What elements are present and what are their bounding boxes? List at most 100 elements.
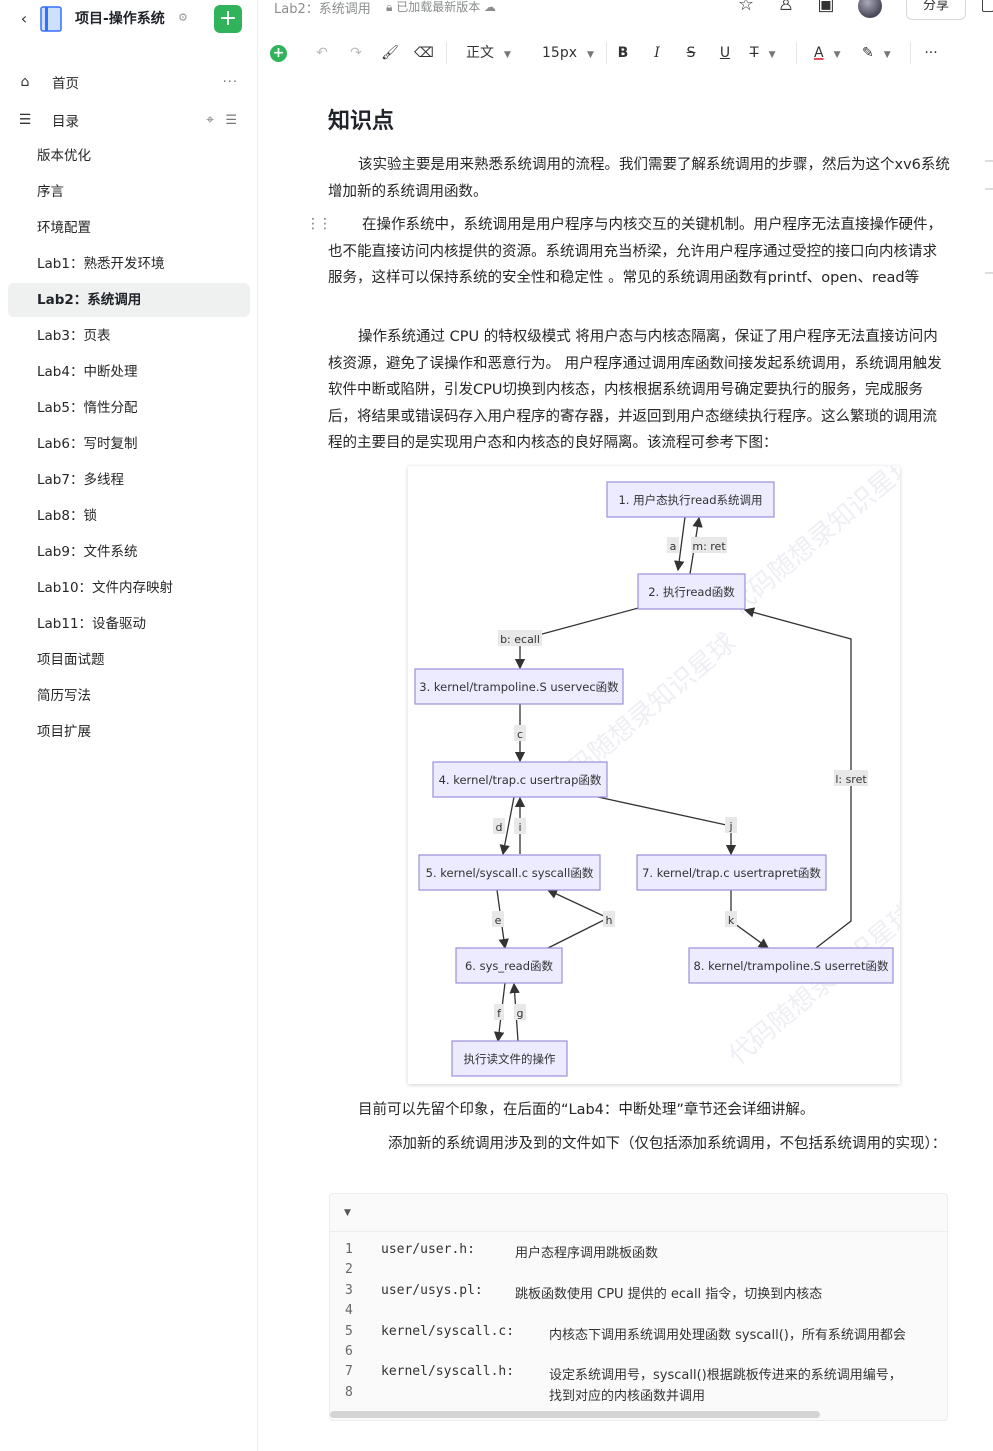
edge-label-l: l: sret xyxy=(835,773,867,786)
section-heading: 知识点 xyxy=(328,109,395,134)
layout-icon[interactable] xyxy=(982,0,993,12)
list-icon[interactable]: ☰ xyxy=(225,112,238,128)
node-9: 执行读文件的操作 xyxy=(451,1040,568,1077)
chevron-down-icon: ▼ xyxy=(768,50,776,60)
font-color-select[interactable]: A▼ xyxy=(814,42,850,64)
code-path: user/user.h: xyxy=(381,1242,475,1257)
redo-icon[interactable]: ↷ xyxy=(350,45,362,61)
present-icon[interactable]: ▣ xyxy=(817,0,835,15)
edge-label-j: j xyxy=(728,820,732,833)
sidebar-item-toc-entry[interactable]: Lab10：文件内存映射 xyxy=(37,580,174,596)
strikethrough-button[interactable]: S xyxy=(686,45,696,61)
diagram-svg: 代码随想录知识星球 代码随想录知识星球 代码随想录知识星球 a m: ret b… xyxy=(414,448,922,1077)
sidebar-item-toc-entry[interactable]: 项目面试题 xyxy=(37,652,105,668)
line-number: 5 xyxy=(345,1323,353,1339)
star-icon[interactable]: ☆ xyxy=(737,0,755,15)
edge-label-g: g xyxy=(517,1007,524,1020)
edge-label-f: f xyxy=(497,1007,502,1020)
edge-a xyxy=(674,516,686,572)
collapse-icon[interactable]: ▼ xyxy=(344,1208,351,1218)
node-label: 6. sys_read函数 xyxy=(465,959,554,973)
sidebar-item-toc-entry[interactable]: Lab7：多线程 xyxy=(37,472,124,488)
code-comment: 设定系统调用号，syscall()根据跳板传进来的系统调用编号， xyxy=(549,1368,902,1384)
line-number: 7 xyxy=(345,1364,353,1380)
sidebar-header: ‹ 项目-操作系统 ⚙ + xyxy=(0,0,258,40)
font-size-value: 15px xyxy=(542,45,577,61)
home-icon: ⌂ xyxy=(20,74,30,90)
chevron-down-icon: ▼ xyxy=(833,50,841,60)
comment-marker[interactable] xyxy=(985,272,993,274)
sidebar-item-home[interactable]: ⌂ 首页 ··· xyxy=(8,66,250,98)
share-button[interactable]: 分享 xyxy=(906,0,966,20)
sidebar-item-toc-entry[interactable]: Lab4：中断处理 xyxy=(37,364,138,380)
code-block-header: ▼ xyxy=(330,1194,947,1232)
sidebar-item-toc-entry[interactable]: Lab8：锁 xyxy=(37,508,97,524)
sidebar-item-toc-entry[interactable]: 版本优化 xyxy=(37,148,91,164)
paragraph: 添加新的系统调用涉及到的文件如下（仅包括添加系统调用，不包括系统调用的实现）： xyxy=(388,1136,947,1152)
sidebar-item-toc-entry[interactable]: 环境配置 xyxy=(37,220,91,236)
edge-label-h: h xyxy=(606,914,613,927)
font-color-icon: A xyxy=(814,45,824,61)
code-line: 8 找到对应的内核函数并调用 xyxy=(330,1384,947,1405)
line-number: 6 xyxy=(345,1343,353,1359)
bold-button[interactable]: B xyxy=(617,45,629,61)
text-style-select[interactable]: T̶▼ xyxy=(750,45,776,61)
toolbar-divider xyxy=(796,42,797,64)
edge-label-i: i xyxy=(518,821,521,834)
sidebar-item-toc[interactable]: ☰ 目录 ⌖ ☰ xyxy=(8,104,250,136)
more-button[interactable]: ··· xyxy=(924,45,938,61)
code-comment: 内核态下调用系统调用处理函数 syscall()，所有系统调用都会 xyxy=(549,1327,906,1343)
breadcrumb[interactable]: Lab2：系统调用 xyxy=(274,2,371,17)
sidebar-item-toc-entry[interactable]: Lab11：设备驱动 xyxy=(37,616,147,632)
more-icon[interactable]: ··· xyxy=(222,74,238,90)
underline-button[interactable]: U xyxy=(719,45,731,61)
node-label: 2. 执行read函数 xyxy=(648,585,735,599)
clear-format-icon[interactable]: ⌫ xyxy=(414,45,434,61)
space-settings-icon[interactable]: ⚙ xyxy=(178,11,188,24)
insert-block-button[interactable]: + xyxy=(270,45,287,62)
drag-handle-icon[interactable]: ⋮⋮ xyxy=(306,216,332,232)
font-size-select[interactable]: 15px▼ xyxy=(542,42,602,64)
sidebar: ‹ 项目-操作系统 ⚙ + ⌂ 首页 ··· ☰ 目录 ⌖ ☰ 版本优化序言环境… xyxy=(0,0,258,1451)
comment-marker[interactable] xyxy=(985,160,993,162)
format-painter-icon[interactable]: 🖌︎ xyxy=(381,45,399,61)
back-icon[interactable]: ‹ xyxy=(20,9,28,28)
paragraph-style-select[interactable]: 正文▼ xyxy=(466,42,526,64)
toolbar-divider xyxy=(446,42,447,64)
locate-icon[interactable]: ⌖ xyxy=(206,112,214,128)
node-6: 6. sys_read函数 xyxy=(455,947,563,984)
toc-icon: ☰ xyxy=(18,112,32,128)
highlight-select[interactable]: ✎▼ xyxy=(862,42,898,64)
sidebar-item-toc-entry[interactable]: Lab1：熟悉开发环境 xyxy=(37,256,165,272)
paragraph: 操作系统通过 CPU 的特权级模式 将用户态与内核态隔离，保证了用户程序无法直接… xyxy=(328,329,942,451)
add-collaborator-icon[interactable]: ♙ xyxy=(777,0,795,15)
comment-marker[interactable] xyxy=(985,188,993,190)
sidebar-item-toc-entry[interactable]: Lab2：系统调用 xyxy=(8,283,250,317)
sidebar-item-toc-entry[interactable]: Lab6：写时复制 xyxy=(37,436,138,452)
code-comment: 找到对应的内核函数并调用 xyxy=(549,1388,706,1404)
avatar[interactable] xyxy=(858,0,882,18)
sidebar-item-toc-entry[interactable]: Lab9：文件系统 xyxy=(37,544,138,560)
sidebar-item-toc-entry[interactable]: Lab5：惰性分配 xyxy=(37,400,138,416)
node-label: 1. 用户态执行read系统调用 xyxy=(618,493,762,507)
italic-button[interactable]: I xyxy=(654,45,660,61)
sidebar-item-toc-entry[interactable]: Lab3：页表 xyxy=(37,328,111,344)
code-path: kernel/syscall.c: xyxy=(381,1323,515,1339)
code-line: 2 xyxy=(330,1262,947,1282)
undo-icon[interactable]: ↶ xyxy=(316,45,328,61)
sidebar-item-toc-entry[interactable]: 项目扩展 xyxy=(37,724,91,740)
horizontal-scrollbar[interactable] xyxy=(330,1411,820,1418)
add-button[interactable]: + xyxy=(214,5,242,33)
sidebar-item-toc-entry[interactable]: 简历写法 xyxy=(37,688,91,704)
node-2: 2. 执行read函数 xyxy=(637,573,746,610)
code-comment: 跳板函数使用 CPU 提供的 ecall 指令，切换到内核态 xyxy=(515,1286,823,1302)
sidebar-item-toc-entry[interactable]: 序言 xyxy=(37,184,64,200)
line-number: 3 xyxy=(345,1282,353,1298)
paragraph: 该实验主要是用来熟悉系统调用的流程。我们需要了解系统调用的步骤，然后为这个xv6… xyxy=(328,157,950,200)
line-number: 8 xyxy=(345,1384,353,1400)
edge-label-m: m: ret xyxy=(692,540,726,553)
highlight-icon: ✎ xyxy=(862,45,874,61)
